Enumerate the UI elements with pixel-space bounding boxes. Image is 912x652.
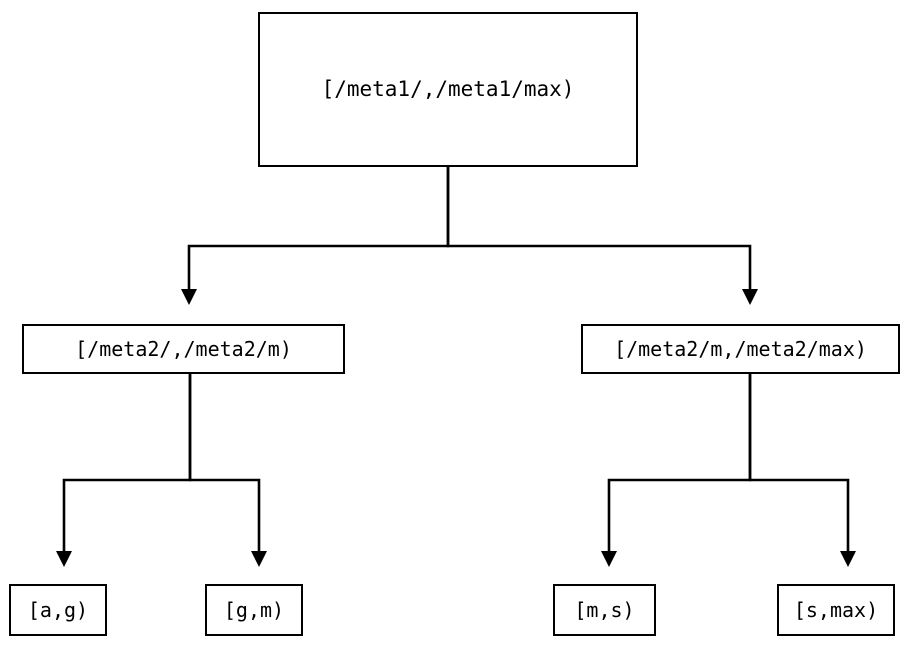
tree-leaf-s-max[interactable]: [s,max) bbox=[777, 584, 895, 636]
tree-edge bbox=[601, 374, 752, 567]
tree-leaf-m-s[interactable]: [m,s) bbox=[553, 584, 656, 636]
tree-node-meta2-low[interactable]: [/meta2/,/meta2/m) bbox=[22, 324, 345, 374]
arrowhead-icon bbox=[601, 551, 617, 567]
tree-leaf-a-g[interactable]: [a,g) bbox=[9, 584, 107, 636]
tree-edge bbox=[188, 374, 267, 567]
arrowhead-icon bbox=[742, 289, 758, 305]
arrowhead-icon bbox=[181, 289, 197, 305]
tree-node-meta2-high[interactable]: [/meta2/m,/meta2/max) bbox=[581, 324, 900, 374]
tree-edge bbox=[446, 167, 758, 305]
arrowhead-icon bbox=[251, 551, 267, 567]
arrowhead-icon bbox=[56, 551, 72, 567]
arrowhead-icon bbox=[840, 551, 856, 567]
tree-edge bbox=[181, 167, 450, 305]
tree-node-root[interactable]: [/meta1/,/meta1/max) bbox=[258, 12, 638, 167]
tree-leaf-g-m[interactable]: [g,m) bbox=[205, 584, 303, 636]
tree-edge bbox=[748, 374, 856, 567]
tree-edge bbox=[56, 374, 192, 567]
